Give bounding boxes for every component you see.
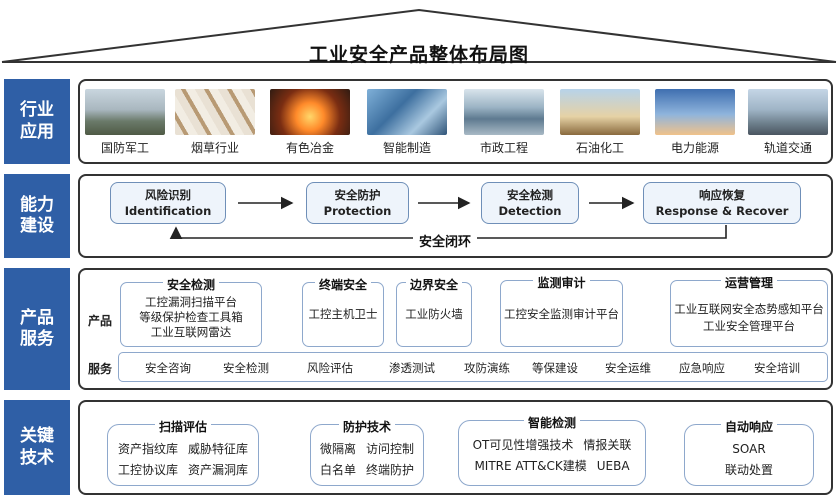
services-label: 服务 xyxy=(88,362,113,376)
service-item: 渗透测试 xyxy=(389,361,435,375)
industry-photo-metallurgy xyxy=(270,89,350,135)
page-title: 工业安全产品整体布局图 xyxy=(308,44,529,66)
row-label-capability: 能力 建设 xyxy=(4,174,70,258)
service-item: 应急响应 xyxy=(679,361,725,375)
industry-item: 有色冶金 xyxy=(270,89,350,156)
industry-photo-manufacturing xyxy=(367,89,447,135)
tech-group-scan: 扫描评估 资产指纹库威胁特征库 工控协议库资产漏洞库 xyxy=(107,420,259,486)
products-label: 产品 xyxy=(88,314,113,328)
product-group-audit: 监测审计 工控安全监测审计平台 xyxy=(500,276,623,347)
industry-item: 烟草行业 xyxy=(175,89,255,156)
services-bar: 安全咨询 安全检测 风险评估 渗透测试 攻防演练 等保建设 安全运维 应急响应 … xyxy=(118,352,828,382)
industry-item: 市政工程 xyxy=(464,89,544,156)
service-item: 风险评估 xyxy=(307,361,353,375)
product-group-endpoint: 终端安全 工控主机卫士 xyxy=(302,278,384,347)
roof-outline xyxy=(1,8,837,63)
loop-label: 安全闭环 xyxy=(413,231,478,250)
row-label-product: 产品 服务 xyxy=(4,268,70,390)
industry-item: 国防军工 xyxy=(85,89,165,156)
industry-item: 电力能源 xyxy=(655,89,735,156)
service-item: 安全运维 xyxy=(605,361,651,375)
industry-photo-rail xyxy=(748,89,828,135)
industry-photo-petrochemical xyxy=(560,89,640,135)
tech-panel: 扫描评估 资产指纹库威胁特征库 工控协议库资产漏洞库 防护技术 微隔离访问控制 … xyxy=(78,400,833,495)
service-item: 攻防演练 xyxy=(464,361,510,375)
service-item: 安全检测 xyxy=(223,361,269,375)
service-item: 安全咨询 xyxy=(145,361,191,375)
product-group-operations: 运营管理 工业互联网安全态势感知平台 工业安全管理平台 xyxy=(670,276,828,347)
row-label-industry: 行业 应用 xyxy=(4,79,70,164)
industry-item: 石油化工 xyxy=(560,89,640,156)
product-group-detection: 安全检测 工控漏洞扫描平台 等级保护检查工具箱 工业互联网雷达 xyxy=(120,278,262,347)
service-item: 等保建设 xyxy=(532,361,578,375)
service-item: 安全培训 xyxy=(754,361,800,375)
industry-item: 智能制造 xyxy=(367,89,447,156)
industry-photo-power xyxy=(655,89,735,135)
industry-photo-municipal xyxy=(464,89,544,135)
tech-group-protection: 防护技术 微隔离访问控制 白名单终端防护 xyxy=(310,420,424,486)
product-group-boundary: 边界安全 工业防火墙 xyxy=(396,278,472,347)
industry-photo-tobacco xyxy=(175,89,255,135)
product-panel: 产品 服务 安全检测 工控漏洞扫描平台 等级保护检查工具箱 工业互联网雷达 终端… xyxy=(78,268,833,390)
industry-item: 轨道交通 xyxy=(748,89,828,156)
tech-group-response: 自动响应 SOAR 联动处置 xyxy=(684,420,814,486)
industry-photo-defense xyxy=(85,89,165,135)
industry-panel: 国防军工 烟草行业 有色冶金 智能制造 市政工程 石油化工 电力能源 轨道交通 xyxy=(78,79,833,164)
row-label-tech: 关键 技术 xyxy=(4,400,70,495)
